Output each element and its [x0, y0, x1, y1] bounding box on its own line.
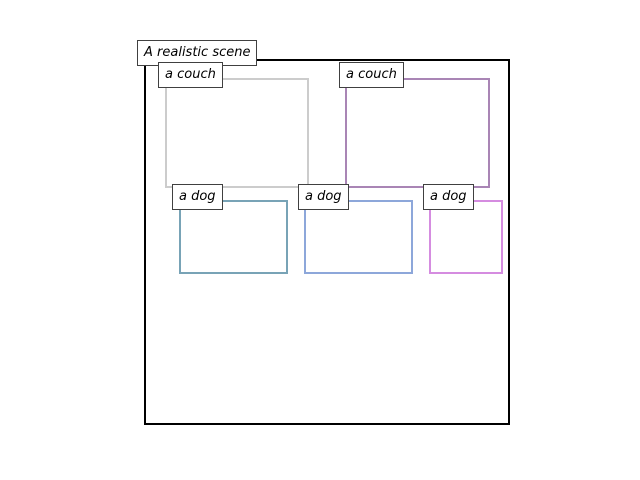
scene-frame: [144, 59, 510, 425]
dog-label-2: a dog: [298, 184, 349, 210]
couch-box-1: [165, 78, 309, 188]
dog-box-3: [429, 200, 503, 274]
dog-label-3: a dog: [423, 184, 474, 210]
dog-label-1: a dog: [172, 184, 223, 210]
couch-label-1: a couch: [158, 62, 223, 88]
couch-box-2: [345, 78, 490, 188]
dog-box-1: [179, 200, 288, 274]
couch-label-2: a couch: [339, 62, 404, 88]
dog-box-2: [304, 200, 413, 274]
